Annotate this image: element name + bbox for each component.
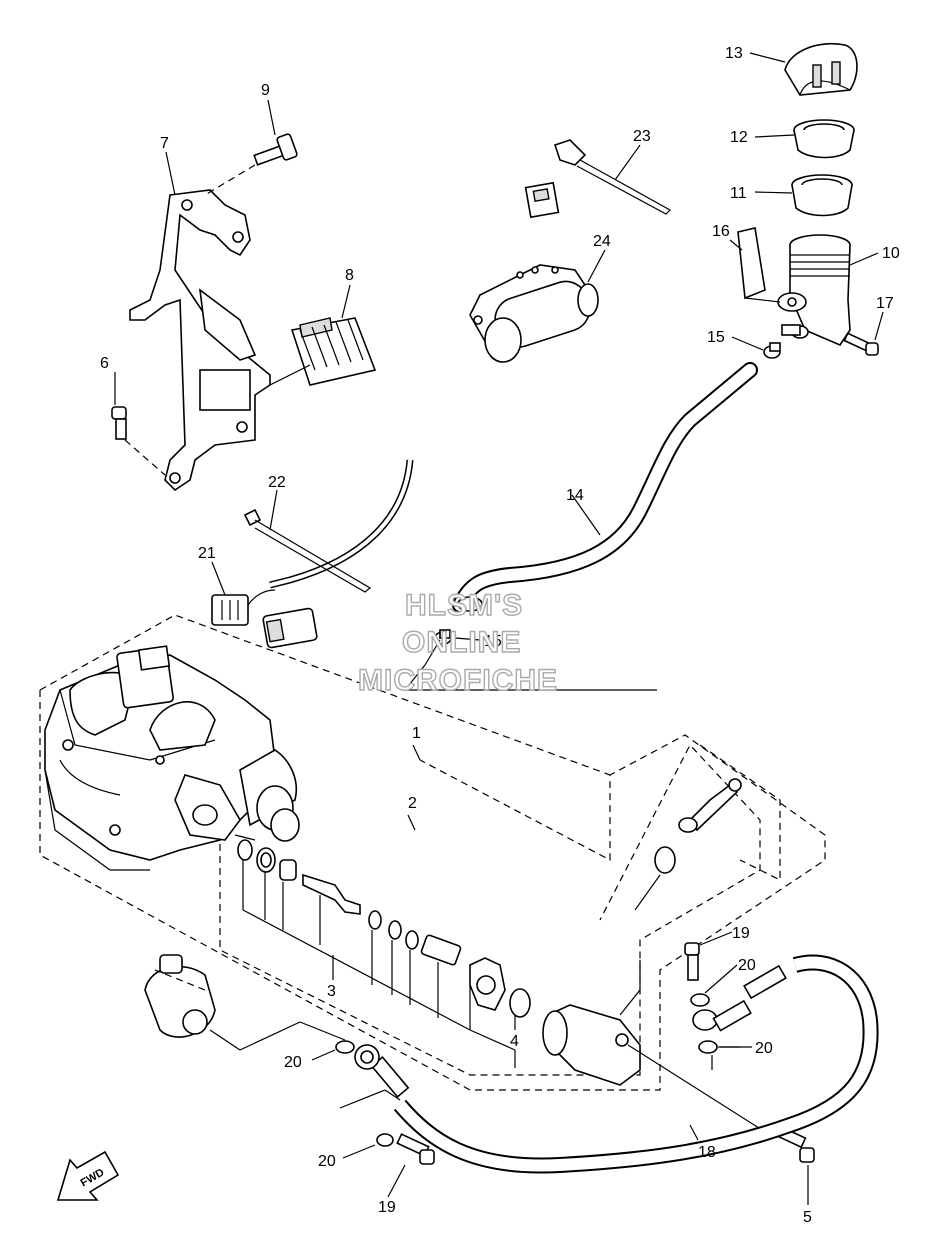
callout-1: 1 (412, 725, 421, 742)
callout-10: 10 (882, 245, 900, 262)
clamp-part-15-lower (404, 629, 657, 691)
clamp-part-15-top (763, 342, 781, 359)
hose-part-18 (370, 954, 879, 1174)
callout-24: 24 (593, 233, 611, 250)
callout-23: 23 (633, 128, 651, 145)
callout-14: 14 (566, 487, 584, 504)
assembly-outline-inner (699, 744, 781, 881)
callout-16: 16 (712, 223, 730, 240)
hose-part-14 (452, 362, 758, 613)
seal-part-12 (793, 119, 855, 159)
callout-19-right: 19 (732, 925, 750, 942)
bolt-part-9 (204, 133, 298, 196)
callout-2: 2 (408, 795, 417, 812)
callout-19-left: 19 (378, 1199, 396, 1216)
reservoir-part-10 (777, 234, 851, 346)
watermark-line-2: ONLINE (402, 626, 521, 659)
rectifier-part-8 (269, 317, 377, 386)
wire-harness (269, 181, 560, 589)
clip-part-16 (737, 227, 781, 303)
callout-leaders (114, 52, 884, 1205)
manual-valve-fitting (144, 954, 301, 1051)
banjo-fitting-left (299, 1021, 380, 1070)
bolt-part-19-right (684, 942, 700, 981)
callout-11: 11 (730, 185, 747, 202)
solenoid-part-24 (469, 264, 599, 363)
watermark-line-3: MICROFICHE (358, 664, 558, 697)
callout-6: 6 (100, 355, 109, 372)
washer-part-20-left-upper (335, 1040, 355, 1054)
cable-tie-part-23 (553, 139, 671, 215)
screw-part-17 (843, 332, 879, 356)
cap-fitting (634, 846, 676, 911)
washer-part-20-left-lower (376, 1133, 394, 1147)
bracket-part-7 (129, 189, 271, 492)
washer-part-20-right-upper (690, 993, 710, 1007)
callout-20-right-upper: 20 (738, 957, 756, 974)
callout-12: 12 (730, 129, 748, 146)
callout-20-right-lower: 20 (755, 1040, 773, 1057)
fwd-arrow: FWD (56, 1150, 120, 1201)
assembly-outline-1 (39, 614, 826, 1091)
plate-part-4 (469, 957, 531, 1068)
callout-5: 5 (803, 1209, 812, 1226)
cable-tie-part-22 (243, 508, 372, 593)
trim-tilt-unit-part-1 (44, 645, 300, 871)
callout-15-lower: 15 (484, 633, 502, 650)
cylinder-part-5 (542, 1004, 815, 1163)
callout-8: 8 (345, 267, 354, 284)
valve-parts-part-3 (237, 839, 471, 1031)
callout-3: 3 (327, 983, 336, 1000)
callout-21: 21 (198, 545, 216, 562)
elbow-fitting (678, 778, 742, 833)
seal-part-11 (791, 174, 853, 217)
callout-7: 7 (160, 135, 169, 152)
bolt-part-6 (111, 406, 166, 476)
callout-17: 17 (876, 295, 894, 312)
banjo-fitting-right (692, 999, 752, 1032)
callout-22: 22 (268, 474, 286, 491)
assembly-outline-2 (219, 700, 761, 1076)
connector-part-21 (211, 589, 276, 626)
watermark-line-1: HLSM'S (405, 589, 523, 622)
callout-13: 13 (725, 45, 743, 62)
cap-part-13 (784, 43, 858, 96)
callout-4: 4 (510, 1033, 519, 1050)
watermark: HLSM'S ONLINE MICROFICHE (357, 588, 558, 697)
callout-18: 18 (698, 1144, 716, 1161)
callout-9: 9 (261, 82, 270, 99)
bolt-part-19-left (396, 1133, 435, 1165)
callout-numbers: 1 2 3 4 5 6 7 8 9 10 11 12 13 14 15 15 1… (100, 45, 900, 1226)
callout-20-left-lower: 20 (318, 1153, 336, 1170)
callout-20-left-upper: 20 (284, 1054, 302, 1071)
callout-15-top: 15 (707, 329, 725, 346)
leader-lines-misc (234, 834, 713, 1109)
